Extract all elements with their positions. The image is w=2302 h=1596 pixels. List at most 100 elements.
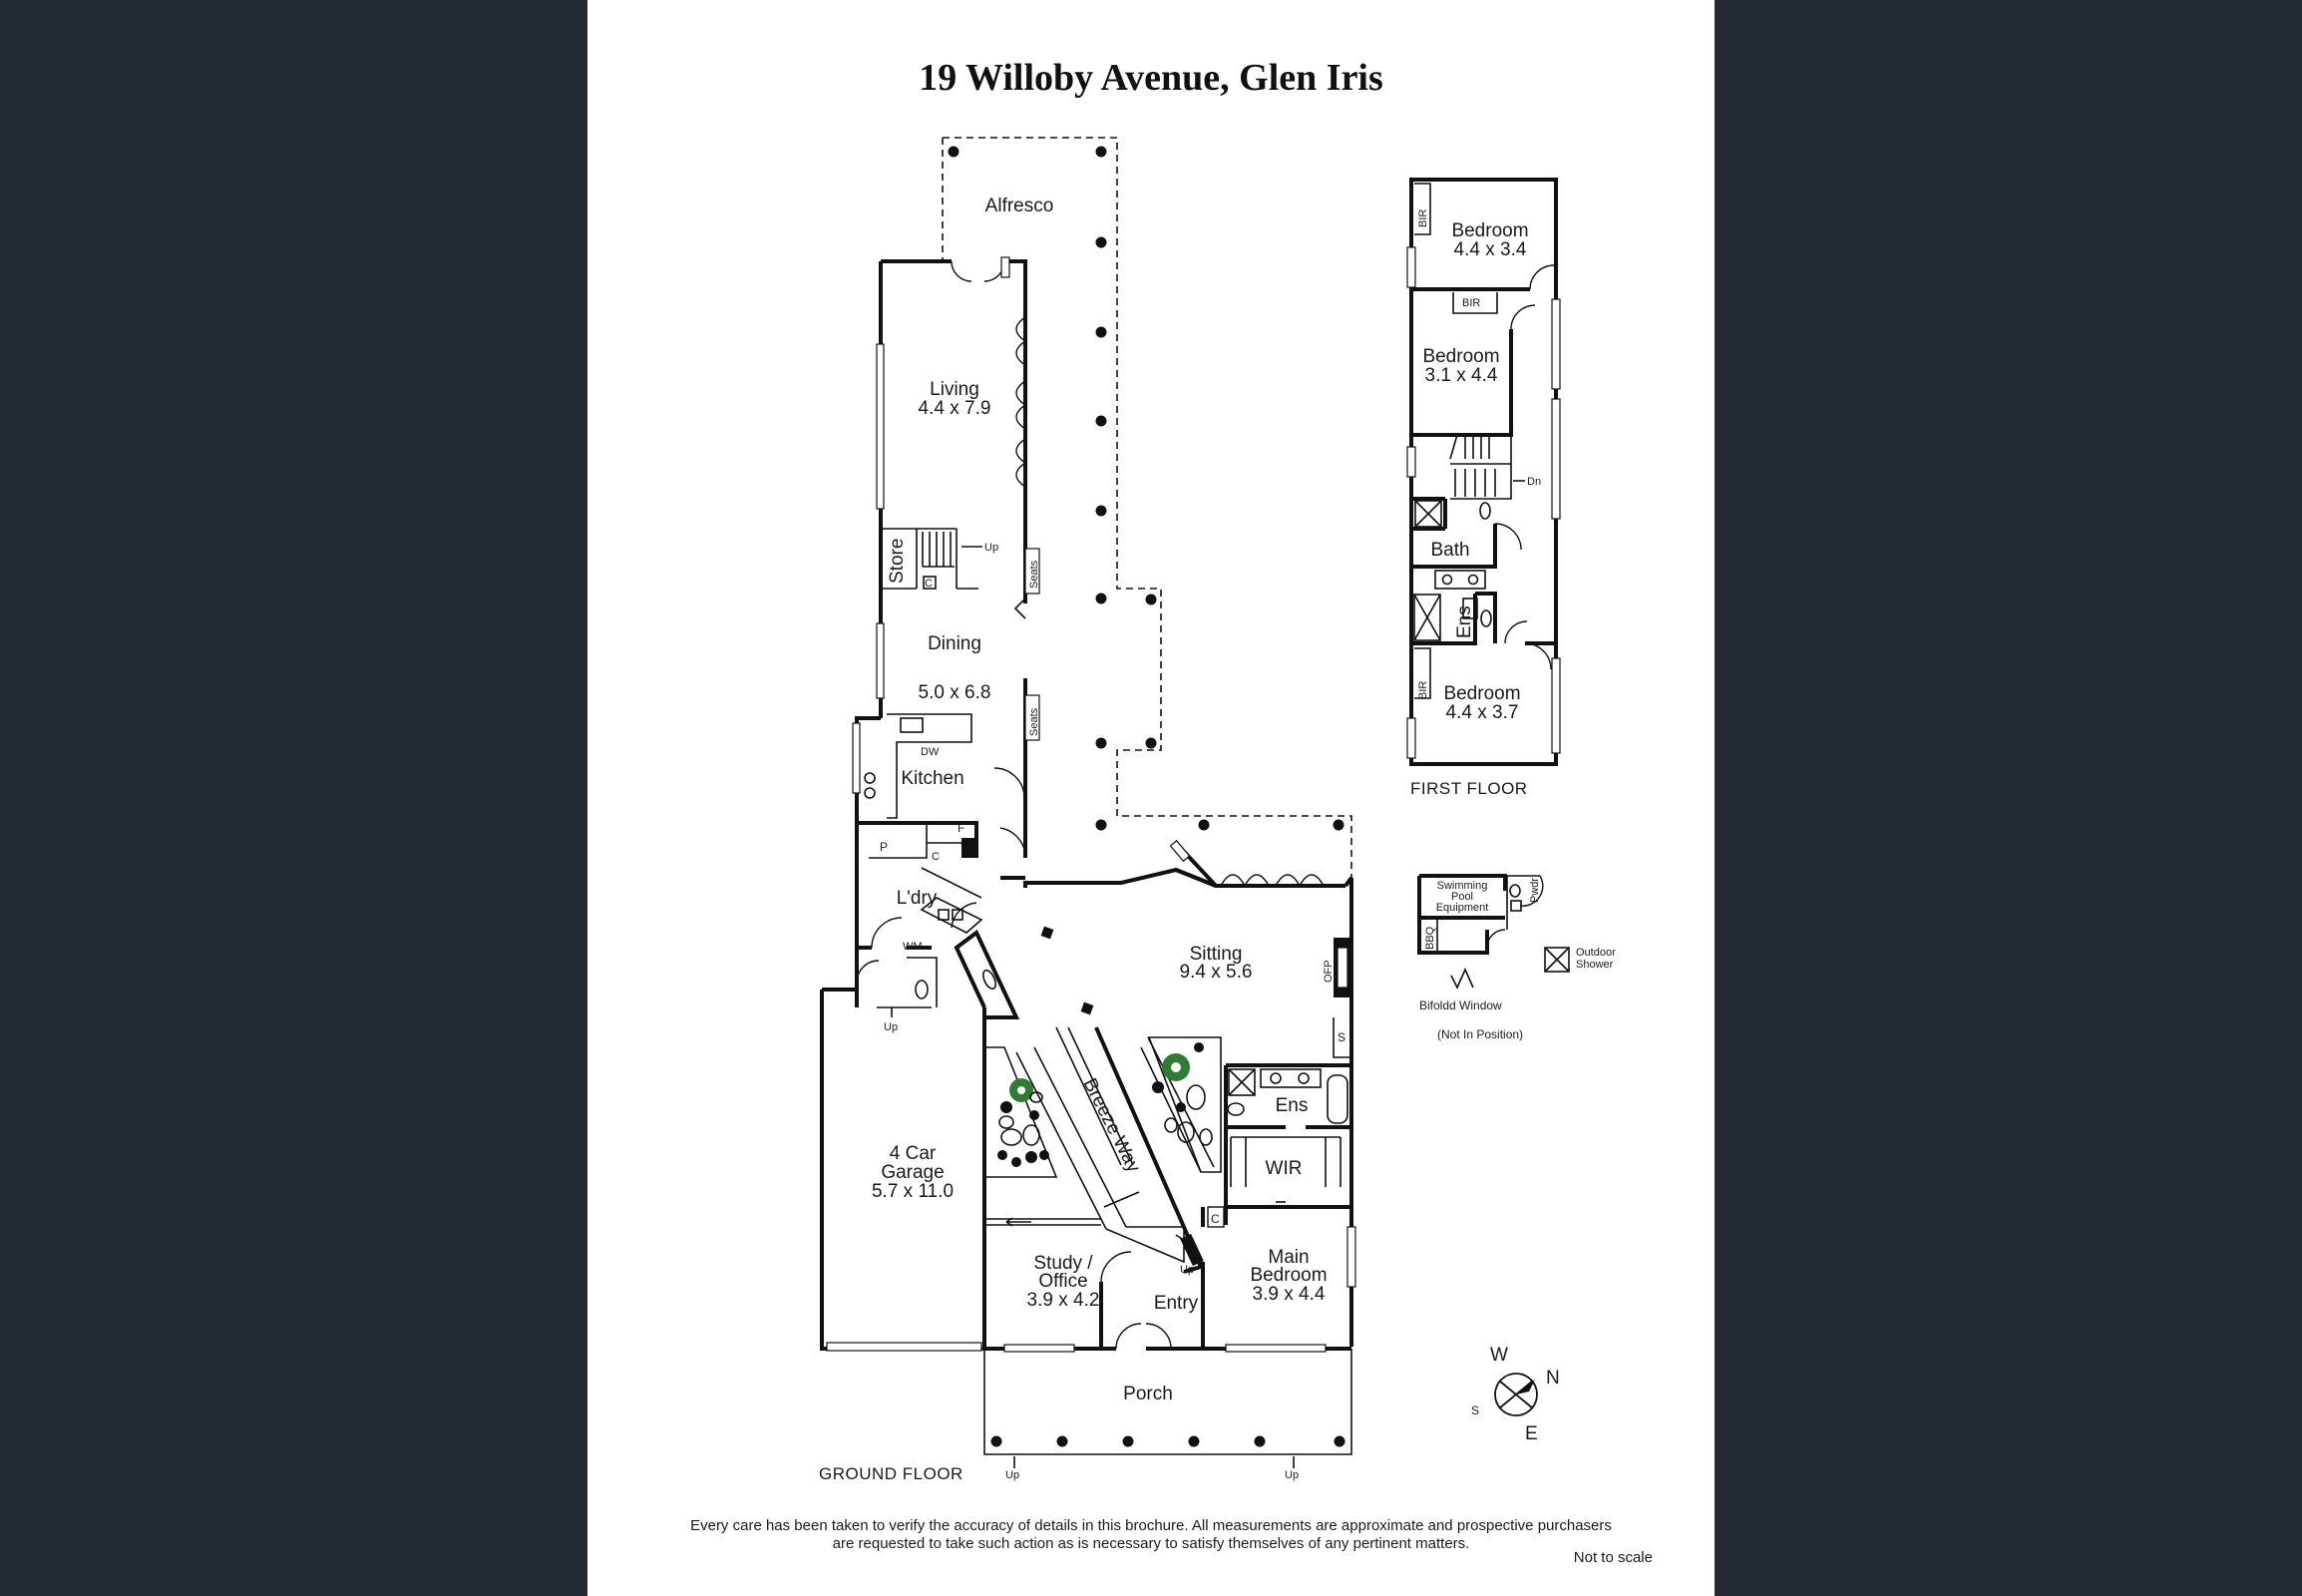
garage-up-label: Up	[884, 1021, 898, 1033]
room-sitting: Sitting	[1190, 944, 1243, 965]
room-study: Study /	[1033, 1253, 1093, 1274]
not-to-scale-label: Not to scale	[1574, 1549, 1653, 1566]
room-dining: Dining	[928, 633, 981, 654]
ff-window	[1406, 717, 1416, 759]
front-rooms-walls	[982, 1213, 1351, 1351]
ff-stairs-dn: Dn	[1527, 476, 1541, 488]
entry-up-label: Up	[1180, 1264, 1194, 1276]
kitchen-wall-left	[855, 716, 881, 1007]
seats-upper	[1024, 548, 1040, 595]
store-walls	[881, 528, 978, 590]
dining-window	[876, 622, 885, 699]
room-bedroom-1-dim: 4.4 x 3.4	[1454, 239, 1527, 260]
bed1-door	[1529, 264, 1555, 290]
room-garage: 4 Car	[890, 1143, 937, 1164]
bath-walls	[1411, 497, 1447, 531]
bed2-door	[1510, 304, 1536, 330]
kitchen-window	[852, 722, 861, 794]
compass-n: N	[1546, 1368, 1560, 1389]
living-bifold-doors	[1015, 316, 1027, 488]
pwdr-basin	[1510, 900, 1522, 912]
pool-equipment-label-2: Pool	[1451, 891, 1473, 903]
breeze-way-arrow	[1103, 1191, 1140, 1208]
bath-bottom-wall	[1411, 524, 1497, 569]
sitting-wall-angle	[1175, 868, 1217, 888]
breeze-way-edge	[1015, 1046, 1127, 1230]
garage-door	[826, 1342, 982, 1352]
living-window	[876, 343, 885, 510]
floorplan-sheet: 19 Willoby Avenue, Glen Iris	[587, 0, 1715, 1596]
bed3-bir-label: BIR	[1417, 681, 1429, 699]
breeze-way-window	[1055, 1026, 1134, 1166]
room-porch: Porch	[1123, 1384, 1173, 1404]
room-bedroom-2: Bedroom	[1422, 346, 1499, 367]
room-main-bedroom: Main	[1268, 1247, 1309, 1268]
laundry-door-inner	[951, 902, 977, 929]
outbuilding-plan: BBQ Swimming Pool Equipment Pwdr Outdoor…	[1417, 874, 1616, 1041]
compass-ring	[1494, 1373, 1538, 1416]
sitting-window	[1169, 839, 1191, 863]
room-store: Store	[887, 539, 908, 584]
garage-door-swing	[856, 960, 880, 984]
room-bedroom-3-dim: 4.4 x 3.7	[1446, 702, 1519, 723]
garden-right	[1152, 1042, 1213, 1146]
fridge-block	[961, 838, 976, 858]
disclaimer-line-1: Every care has been taken to verify the …	[690, 1517, 1612, 1534]
courtyard-right	[1147, 1036, 1222, 1173]
laundry-bench	[920, 867, 983, 934]
living-wall-top	[881, 259, 1027, 603]
study-arrow	[1005, 1217, 1031, 1227]
compass-rose: W N S E	[1471, 1345, 1560, 1444]
first-floor-plan: BIR BIR Dn BIR Bedroom 4	[1406, 178, 1561, 798]
ff-window	[1551, 298, 1561, 390]
not-in-position-label: (Not In Position)	[1437, 1027, 1523, 1041]
ff-window	[1551, 398, 1561, 520]
living-doors-alfresco	[951, 260, 1005, 282]
porch-outline	[983, 1349, 1352, 1455]
toilet-icon	[1480, 609, 1492, 627]
breeze-way-wall	[1094, 1026, 1186, 1228]
room-laundry: L'dry	[897, 888, 938, 909]
porch-up-right: Up	[1285, 1469, 1299, 1481]
laundry-tub	[952, 909, 963, 921]
fireplace-label: OFP	[1323, 960, 1335, 983]
fireplace-opening	[1337, 947, 1348, 989]
room-bedroom-2-dim: 3.1 x 4.4	[1425, 365, 1498, 386]
porch-posts	[990, 1435, 1345, 1447]
room-garage-dim: 5.7 x 11.0	[872, 1181, 954, 1202]
shower-icon	[1414, 500, 1442, 528]
vanity-icon	[1434, 570, 1486, 590]
ground-floor-label: GROUND FLOOR	[819, 1464, 963, 1483]
page-title: 19 Willoby Avenue, Glen Iris	[919, 57, 1383, 99]
ff-ens-door	[1504, 620, 1528, 644]
seats-lower	[1024, 694, 1040, 741]
living-window-top	[1000, 256, 1010, 278]
main-bed-cupboard	[1207, 1206, 1225, 1228]
room-bath: Bath	[1430, 540, 1469, 561]
porch-step-arrows	[1013, 1456, 1295, 1468]
store-cupboard	[923, 576, 937, 590]
outbuilding-door	[1486, 929, 1506, 949]
pool-equipment-label: Swimming	[1437, 880, 1488, 892]
basin-icon	[1298, 1072, 1310, 1084]
washing-machine-label: WM	[903, 941, 923, 953]
bed2-bir-label: BIR	[1462, 297, 1480, 309]
porch-up-left: Up	[1005, 1469, 1019, 1481]
room-alfresco: Alfresco	[985, 196, 1054, 216]
north-arrow-icon	[1516, 1380, 1535, 1395]
disclaimer-line-2: are requested to take such action as is …	[833, 1535, 1470, 1552]
cupboard-label: C	[925, 578, 933, 590]
room-living-dim: 4.4 x 7.9	[919, 398, 991, 419]
wir-bottom-wall	[1224, 1205, 1351, 1225]
stairs-ground	[922, 532, 955, 568]
pwdr-door	[1519, 875, 1544, 907]
compass-w: W	[1490, 1345, 1508, 1366]
seats-lower-label: Seats	[1028, 707, 1040, 736]
compass-s: S	[1471, 1403, 1479, 1417]
entry-up-arrow	[1175, 1234, 1192, 1259]
toilet-icon	[1479, 502, 1491, 520]
seats-upper-label: Seats	[1028, 560, 1040, 589]
room-kitchen: Kitchen	[901, 768, 963, 789]
main-bed-cupboard-label: C	[1211, 1212, 1220, 1226]
alfresco-posts	[948, 146, 1344, 831]
